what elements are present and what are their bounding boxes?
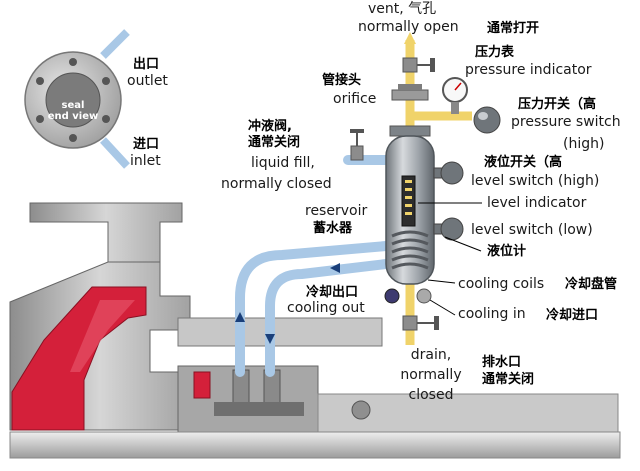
cooling-coils-label: cooling coils	[458, 276, 545, 292]
pressure-switch-label-zh: 压力开关（高	[518, 97, 597, 112]
vent-valve[interactable]	[402, 57, 435, 73]
cooling-pipe-outer	[235, 241, 391, 377]
level-switch-low	[433, 217, 464, 241]
liquid-fill-label-zh-2: 通常关闭	[248, 135, 301, 150]
pressure-gauge	[442, 77, 468, 114]
liquid-fill-label-2: normally closed	[221, 176, 332, 192]
pressure-switch	[473, 106, 501, 134]
pump-impeller-highlight	[70, 300, 135, 372]
reservoir-vessel	[384, 125, 464, 304]
cooling-in-fitting	[416, 288, 432, 304]
seal-label-line1: seal	[61, 100, 85, 111]
level-switch-high	[433, 161, 464, 185]
drain-label-1: drain,	[410, 347, 452, 363]
seal-end-view	[24, 29, 130, 169]
outlet-label: outlet	[127, 73, 168, 89]
seal-bolt-holes	[36, 58, 110, 142]
level-switch-high-label-zh: 液位开关（高	[484, 155, 563, 170]
oil-cup	[351, 400, 371, 420]
inlet-label: inlet	[130, 153, 161, 169]
drain-label-3: closed	[408, 387, 454, 403]
flow-arrows	[235, 263, 340, 344]
pressure-switch-high-label: (high)	[563, 136, 605, 152]
vent-arrow	[404, 32, 416, 44]
reservoir-label: reservoir	[305, 203, 368, 219]
normally-open-label-zh: 通常打开	[487, 21, 540, 36]
seal-disc-inner	[45, 72, 101, 128]
orifice-label: orifice	[333, 91, 377, 107]
pump-assembly	[9, 202, 621, 459]
pump-bracket	[177, 317, 383, 347]
leader-lines	[418, 202, 482, 316]
cooling-out-fitting	[384, 288, 400, 304]
level-indicator-label: level indicator	[487, 195, 587, 211]
seal-red-part	[193, 371, 211, 399]
pump-discharge-nozzle	[29, 202, 183, 263]
orifice-fitting	[391, 84, 429, 101]
seal-inner-parts	[214, 402, 304, 416]
level-indicator-marks	[405, 180, 412, 215]
liquid-fill-label-1: liquid fill,	[251, 155, 315, 171]
orifice-label-zh: 管接头	[322, 73, 362, 88]
normally-open-label: normally open	[358, 19, 459, 35]
pressure-indicator-label-zh: 压力表	[475, 45, 515, 60]
pump-shaft	[9, 431, 621, 459]
outlet-label-zh: 出口	[133, 57, 160, 72]
inlet-pipe	[100, 137, 130, 169]
reservoir-label-zh: 蓄水器	[313, 221, 353, 236]
cooling-coils-label-zh: 冷却盘管	[565, 277, 618, 292]
cooling-out-label-zh: 冷却出口	[306, 285, 359, 300]
drain-valve[interactable]	[402, 315, 439, 331]
cooling-coil	[391, 230, 429, 270]
cooling-in-label: cooling in	[458, 306, 526, 322]
liquid-fill-valve[interactable]	[350, 129, 364, 161]
drain-label-zh-1: 排水口	[482, 355, 522, 370]
seal-end-view-label: seal end view	[47, 100, 99, 122]
cooling-pipe-inner	[265, 259, 391, 377]
cooling-in-label-zh: 冷却进口	[546, 308, 599, 323]
outlet-pipe	[100, 29, 130, 59]
liquid-fill-label-zh-1: 冲液阀,	[248, 119, 292, 134]
drain-label-2: normally	[400, 367, 462, 383]
drain-label-zh-2: 通常关闭	[482, 372, 535, 387]
level-switch-low-label: level switch (low)	[471, 222, 593, 238]
pressure-indicator-label: pressure indicator	[465, 62, 592, 78]
level-indicator-label-zh: 液位计	[487, 244, 527, 259]
vent-label: vent, 气孔	[368, 1, 437, 17]
level-switch-high-label: level switch (high)	[471, 173, 600, 189]
cooling-out-label: cooling out	[287, 300, 365, 316]
inlet-label-zh: 进口	[133, 137, 160, 152]
seal-label-line2: end view	[47, 111, 99, 122]
pressure-switch-label: pressure switch	[511, 114, 621, 130]
level-indicator-glass	[401, 175, 416, 227]
